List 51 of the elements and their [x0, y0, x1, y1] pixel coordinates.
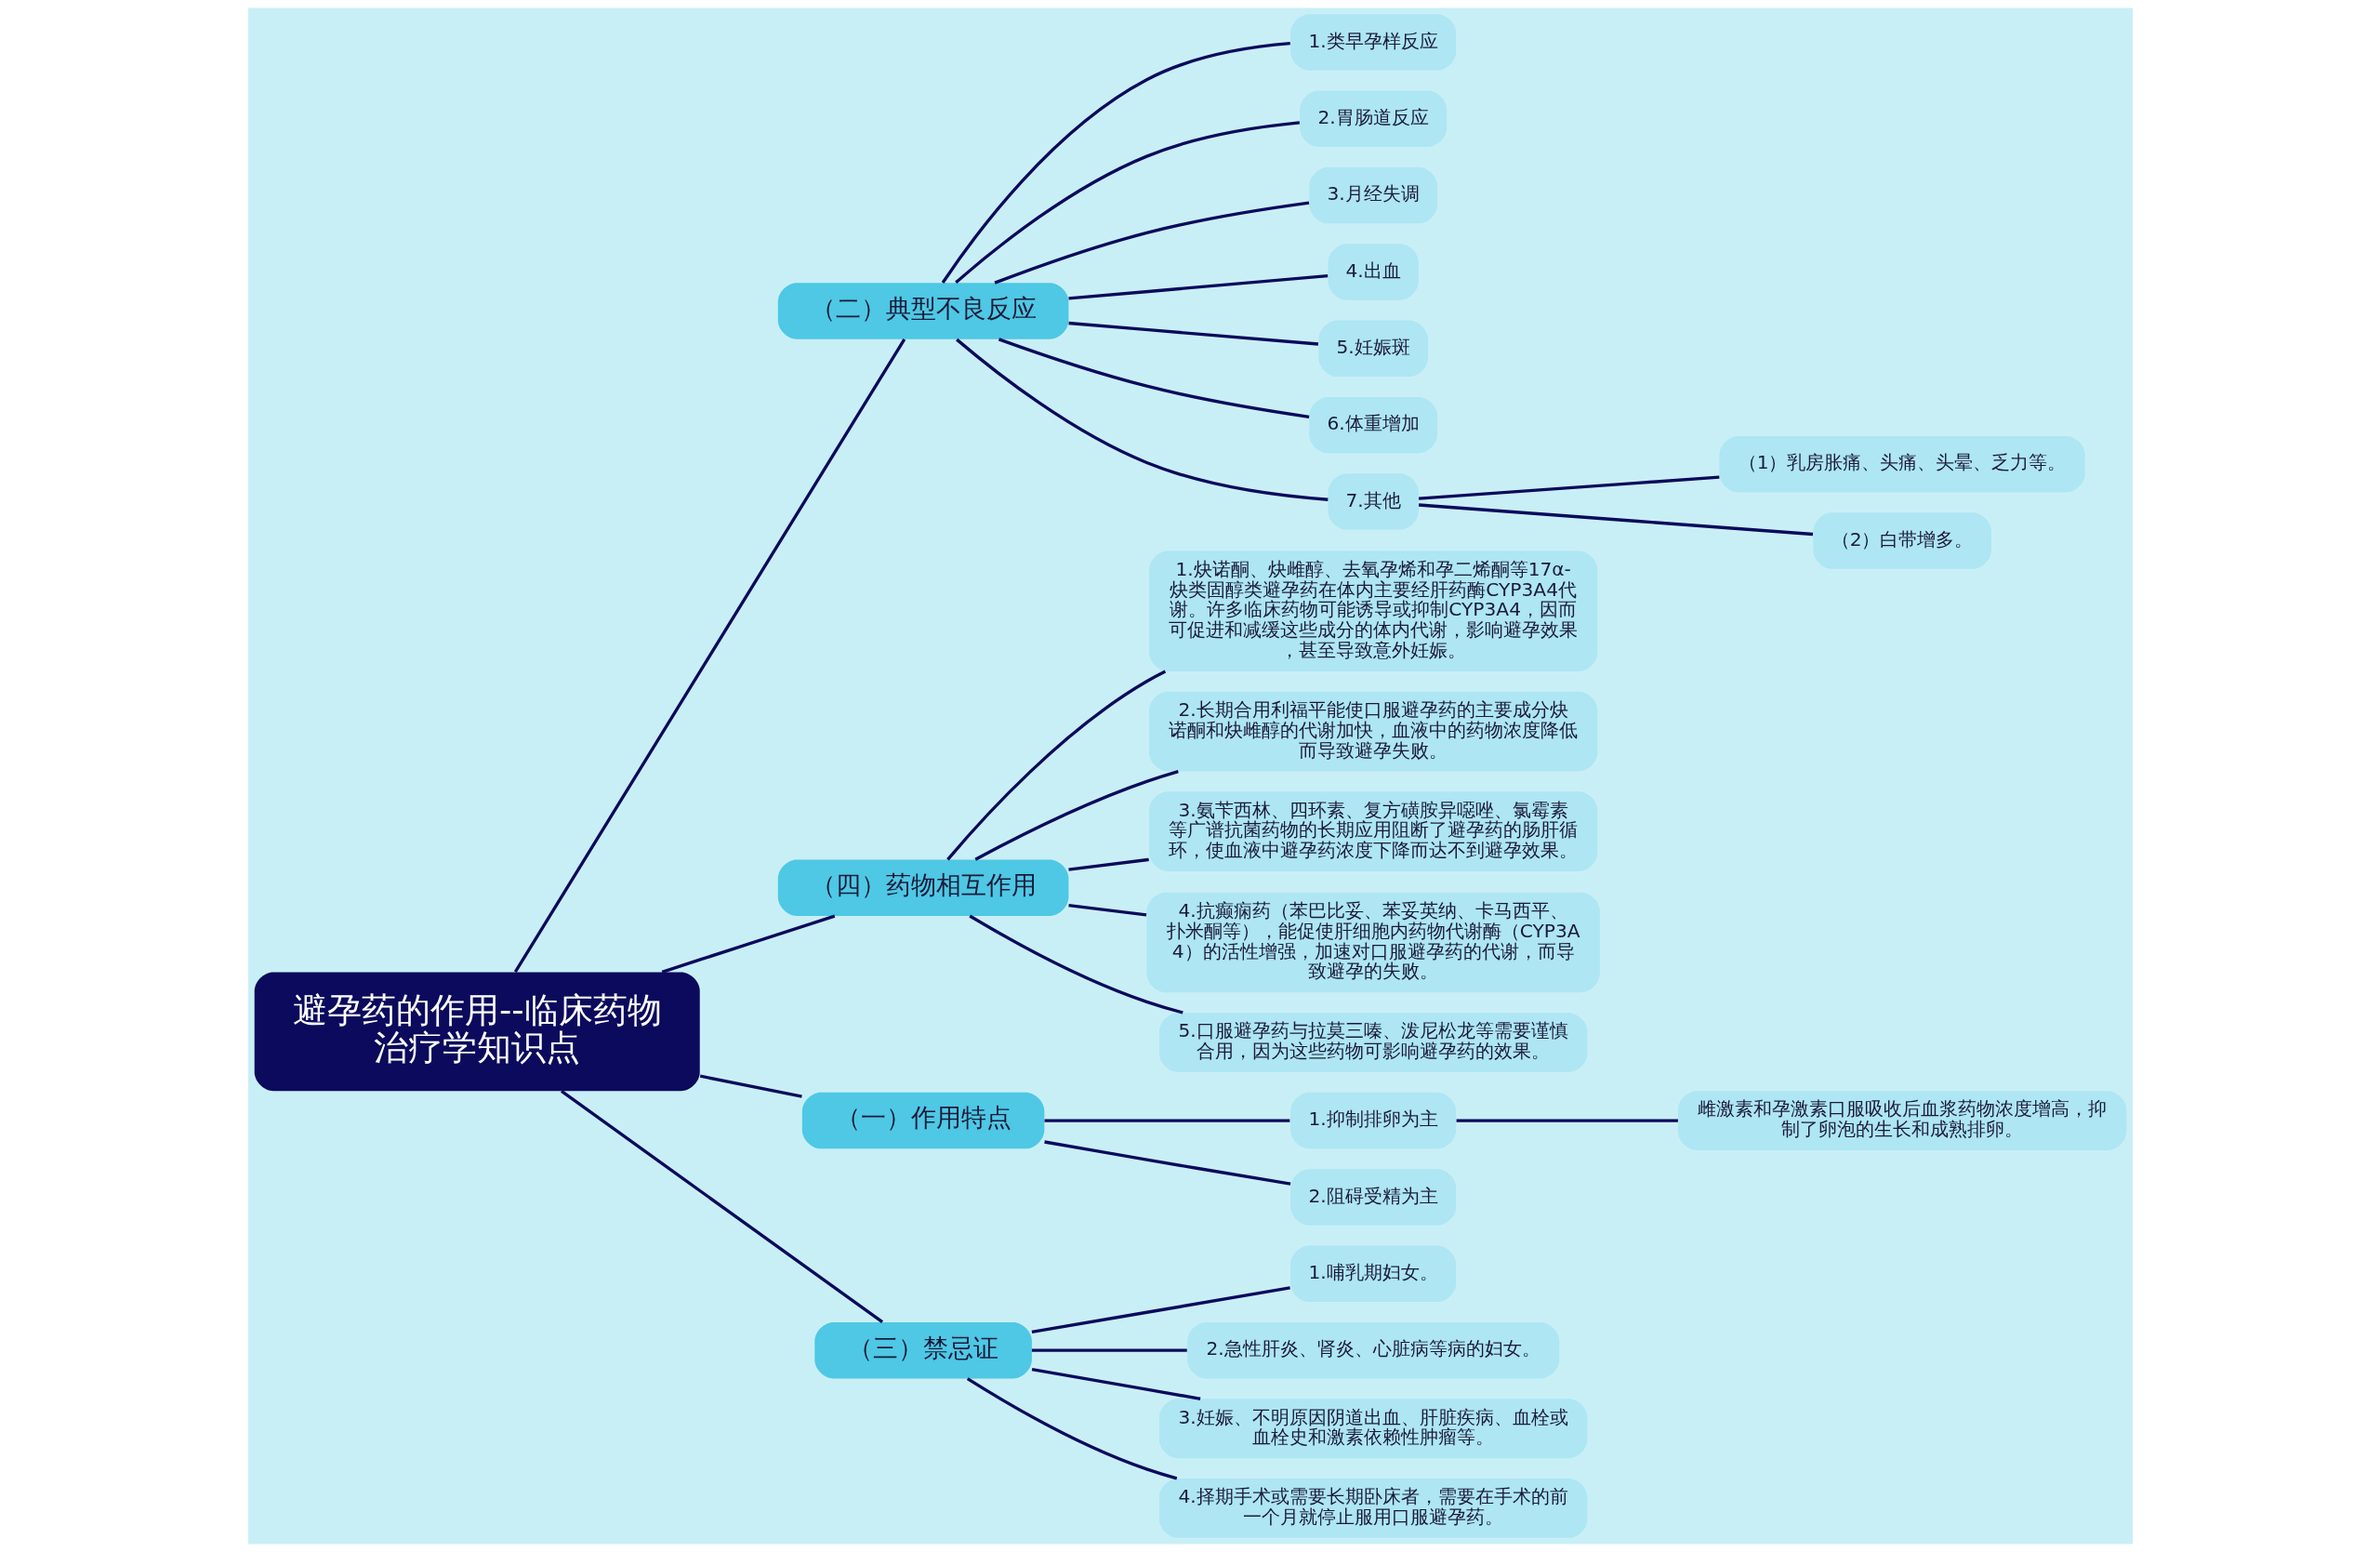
node-box: 6.体重增加	[1308, 396, 1437, 454]
node-box: 3.氨苄西林、四环素、复方磺胺异噁唑、氯霉素等广谱抗菌药物的长期应用阻断了避孕药的肠肝循环，使血液中避孕药浓度下降而达不到避孕效果。	[1148, 791, 1597, 872]
connector	[699, 1074, 802, 1098]
node-box: （三）禁忌证	[813, 1321, 1032, 1379]
connector	[1067, 903, 1146, 917]
node-box: 4.出血	[1327, 244, 1419, 300]
connector	[993, 201, 1309, 285]
connector	[1031, 1348, 1187, 1352]
node-box: 1.炔诺酮、炔雌醇、去氧孕烯和孕二烯酮等17α-炔类固醇类避孕药在体内主要经肝药酶CYP3A4代谢。许多临床药物可能诱导或抑制CYP3A4，因而可促进和减缓这些成分的体内代谢，影响避孕效果，甚至导致意外妊娠。	[1148, 550, 1597, 671]
node-box: （一）作用特点	[801, 1092, 1044, 1149]
connector	[1031, 1286, 1290, 1334]
node-box: 避孕药的作用--临床药物治疗学知识点	[254, 972, 700, 1092]
node-box: 3.妊娠、不明原因阴道出血、肝脏疾病、血栓或血栓史和激素依赖性肿瘤等。	[1158, 1399, 1587, 1459]
node-box: 2.急性肝炎、肾炎、心脏病等病的妇女。	[1186, 1321, 1559, 1379]
connector	[1067, 857, 1149, 871]
node-box: 2.胃肠道反应	[1299, 90, 1447, 147]
connector	[1418, 503, 1813, 537]
connector	[1031, 1367, 1200, 1400]
connector	[1456, 1119, 1678, 1122]
connector	[661, 914, 835, 974]
connector	[954, 121, 1300, 285]
connector	[1043, 1140, 1290, 1186]
node-box: 4.择期手术或需要长期卧床者，需要在手术的前一个月就停止服用口服避孕药。	[1158, 1479, 1587, 1538]
node-box: 1.抑制排卵为主	[1289, 1092, 1456, 1149]
node-box: 3.月经失调	[1308, 166, 1437, 224]
connector	[1418, 475, 1719, 500]
node-box: （二）典型不良反应	[777, 283, 1068, 339]
node-box: （四）药物相互作用	[777, 859, 1068, 916]
node-box: 5.妊娠斑	[1317, 320, 1428, 378]
connector	[998, 338, 1309, 418]
node-box: （2）白带增多。	[1812, 512, 1991, 569]
connector	[968, 914, 1183, 1015]
connector	[941, 42, 1290, 284]
node-box: 雌激素和孕激素口服吸收后血浆药物浓度增高，抑制了卵泡的生长和成熟排卵。	[1677, 1091, 2126, 1151]
connector	[955, 338, 1328, 501]
connector	[1044, 1119, 1289, 1122]
connector	[945, 670, 1166, 861]
node-box: 5.口服避孕药与拉莫三嗪、泼尼松龙等需要谨慎合用，因为这些药物可影响避孕药的效果。	[1158, 1013, 1587, 1072]
connector	[1067, 321, 1318, 346]
connector	[513, 338, 906, 974]
connector	[1067, 273, 1328, 300]
node-box: 2.阻碍受精为主	[1289, 1169, 1456, 1226]
node-box: 2.长期合用利福平能使口服避孕药的主要成分炔诺酮和炔雌醇的代谢加快，血液中的药物浓度降低而导致避孕失败。	[1148, 691, 1597, 772]
node-box: 1.哺乳期妇女。	[1289, 1245, 1456, 1303]
node-box: 7.其他	[1327, 473, 1419, 530]
node-box: （1）乳房胀痛、头痛、头晕、乏力等。	[1718, 435, 2085, 493]
connector	[966, 1377, 1177, 1480]
node-box: 1.类早孕样反应	[1289, 14, 1456, 71]
connector	[973, 770, 1179, 861]
node-box: 4.抗癫痫药（苯巴比妥、苯妥英纳、卡马西平、扑米酮等），能促使肝细胞内药物代谢酶（CYP3A4）的活性增强，加速对口服避孕药的代谢，而导致避孕的失败。	[1145, 892, 1600, 993]
connector	[560, 1090, 883, 1324]
